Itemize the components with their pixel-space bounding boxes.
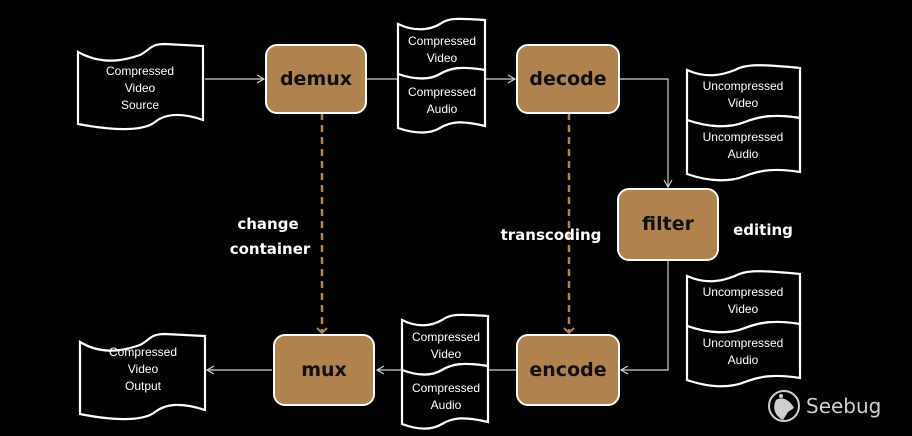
seebug-watermark: Seebug	[768, 390, 881, 422]
document-compressed-video: Compressed Video	[396, 17, 487, 80]
doc-line: Uncompressed	[703, 130, 784, 144]
doc-line: Compressed	[106, 64, 174, 78]
doc-line: Audio	[728, 353, 759, 367]
document-compressed-video-source: Compressed Video Source	[76, 42, 205, 131]
flow-decode-to-filter	[619, 78, 673, 189]
doc-line: Audio	[427, 102, 458, 116]
doc-line: Audio	[728, 147, 759, 161]
document-uncompressed-audio-top: Uncompressed Audio	[685, 114, 802, 182]
doc-line: Video	[125, 81, 156, 95]
doc-line: Video	[128, 362, 159, 376]
doc-line: Compressed	[408, 34, 476, 48]
annotation-change: change	[237, 215, 298, 233]
document-uncompressed-video-top: Uncompressed Video	[685, 64, 802, 128]
process-label: mux	[301, 359, 347, 381]
seebug-wordmark: Seebug	[806, 394, 881, 418]
document-compressed-audio: Compressed Audio	[396, 66, 487, 134]
process-decode: decode	[516, 44, 620, 114]
process-label: demux	[280, 68, 352, 90]
doc-line: Video	[728, 96, 759, 110]
process-demux: demux	[265, 44, 367, 114]
annotation-editing: editing	[733, 221, 793, 239]
document-uncompressed-video-bottom: Uncompressed Video	[685, 270, 802, 334]
annotation-container: container	[230, 240, 311, 258]
seebug-logo-icon	[768, 390, 800, 422]
doc-line: Compressed	[408, 85, 476, 99]
annotation-transcoding: transcoding	[501, 226, 602, 244]
document-compressed-audio-encoded: Compressed Audio	[400, 362, 490, 430]
doc-line: Uncompressed	[703, 79, 784, 93]
document-uncompressed-audio-bottom: Uncompressed Audio	[685, 320, 802, 388]
process-filter: filter	[617, 188, 719, 261]
doc-line: Uncompressed	[703, 285, 784, 299]
process-label: decode	[529, 68, 606, 90]
doc-line: Video	[728, 302, 759, 316]
doc-line: Video	[427, 51, 458, 65]
doc-line: Uncompressed	[703, 336, 784, 350]
process-label: encode	[529, 359, 606, 381]
document-compressed-video-output: Compressed Video Output	[78, 332, 207, 421]
doc-line: Compressed	[109, 345, 177, 359]
doc-line: Compressed	[412, 330, 480, 344]
doc-line: Compressed	[412, 381, 480, 395]
doc-line: Video	[431, 347, 462, 361]
doc-line: Audio	[431, 398, 462, 412]
process-encode: encode	[516, 334, 620, 406]
doc-line: Output	[125, 379, 162, 393]
flow-filter-to-encode	[619, 260, 669, 375]
process-mux: mux	[273, 334, 375, 406]
process-label: filter	[642, 213, 695, 235]
doc-line: Source	[121, 98, 159, 112]
